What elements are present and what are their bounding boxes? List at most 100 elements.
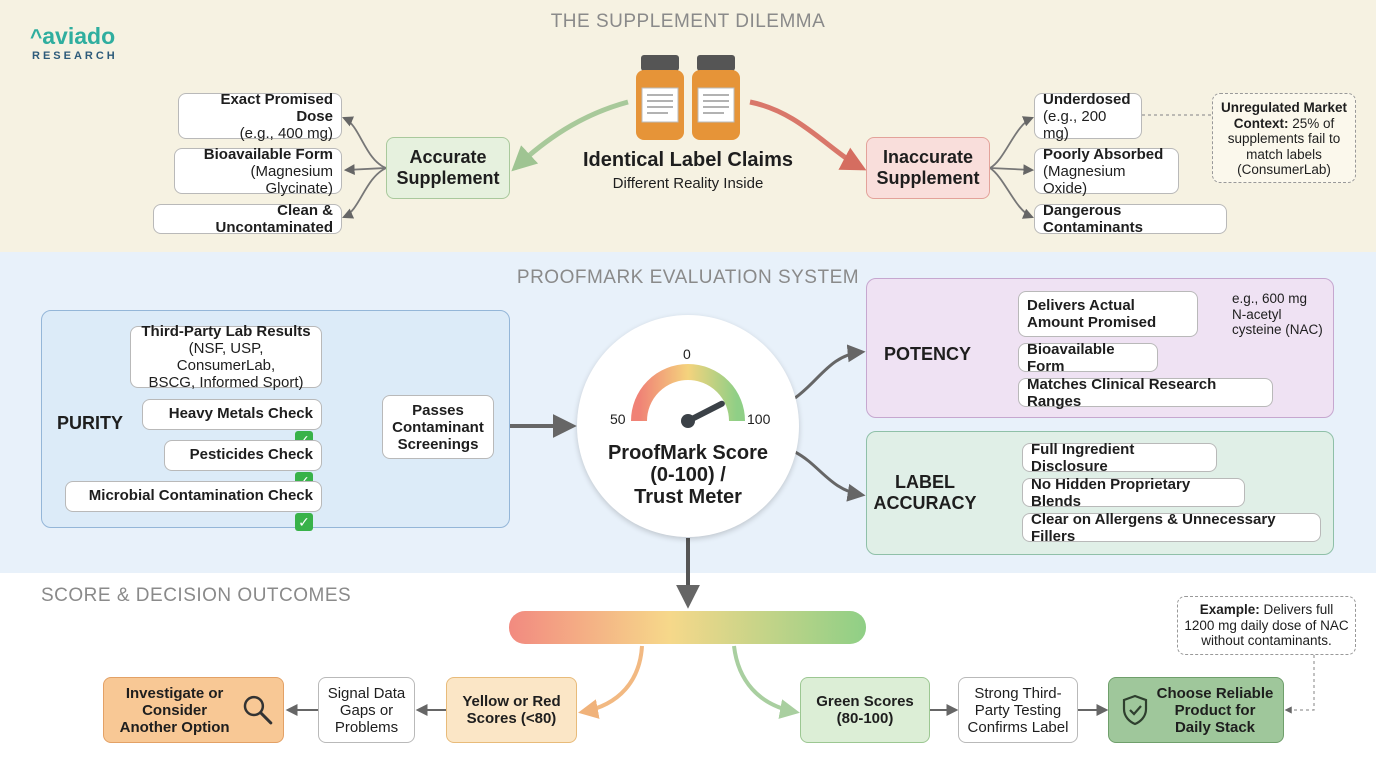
label-accuracy-label-2: ACCURACY [873,493,977,513]
check-heavy-metals-label: Heavy Metals Check [168,405,313,422]
potency-item-clinical: Matches Clinical Research Ranges [1018,376,1273,410]
example-text: Delivers full 1200 mg daily dose of NAC … [1184,602,1349,648]
logo-name: aviado [42,23,116,49]
potency-item-amount: Delivers Actual Amount Promised [1018,291,1198,337]
gauge-hub [681,414,695,428]
passes-l3: Screenings [397,435,479,453]
center-claim-sub: Different Reality Inside [612,175,764,192]
meter-title-3: Trust Meter [634,486,742,508]
green-scores-node: Green Scores (80-100) [800,677,930,743]
label-item-blends-label: No Hidden Proprietary Blends [1031,475,1191,510]
lab-results-box: Third-Party Lab Results (NSF, USP, Consu… [130,323,322,391]
potency-item-form: Bioavailable Form [1018,340,1158,375]
score-gradient-bar [509,611,866,644]
label-item-disclosure-label: Full Ingredient Disclosure [1031,440,1135,475]
signal-l3: Problems [334,718,399,736]
passes-screenings-box: Passes Contaminant Screenings [382,395,494,459]
inaccurate-item-absorbed-main: Poorly Absorbed [1043,145,1164,163]
trust-meter-title: ProofMark Score (0-100) / Trust Meter [577,442,799,508]
potency-note: e.g., 600 mg N-acetyl cysteine (NAC) [1232,291,1323,338]
label-item-blends: No Hidden Proprietary Blends [1022,475,1245,510]
strong-l1: Strong Third- [974,684,1062,702]
arrow-to-inaccurate [749,99,867,171]
strong-l2: Party Testing [974,701,1062,719]
accurate-item-form-sub: (Magnesium Glycinate) [250,162,333,197]
accurate-item-clean: Clean & Uncontaminated [153,202,342,236]
investigate-node: Investigate or Consider Another Option [103,677,284,743]
yellow-red-l1: Yellow or Red [462,693,561,710]
meter-title-2: (0-100) / [650,464,726,486]
accurate-title-1: Accurate [409,147,487,167]
accurate-supplement-node: Accurate Supplement [386,137,510,199]
potency-item-amount-label: Delivers Actual Amount Promised [1027,297,1157,331]
strong-l3: Confirms Label [967,718,1069,736]
section-title-dilemma: THE SUPPLEMENT DILEMMA [550,11,826,32]
gauge-tick-mid: 0 [683,346,691,362]
green-l1: Green Scores [816,693,914,710]
example-note: Example: Delivers full 1200 mg daily dos… [1177,596,1356,655]
investigate-l1: Investigate or [125,684,224,702]
inaccurate-item-underdosed: Underdosed (e.g., 200 mg) [1034,90,1142,142]
signal-l1: Signal Data [327,684,406,702]
market-note-text: 25% of supplements fail to match labels … [1227,115,1341,178]
magnifier-icon [243,695,273,725]
potency-note-3: cysteine (NAC) [1232,322,1323,337]
signal-l2: Gaps or [339,701,394,719]
gauge-tick-high: 100 [747,411,771,427]
accurate-item-clean-main: Clean & Uncontaminated [215,202,333,236]
inaccurate-supplement-node: Inaccurate Supplement [866,137,990,199]
lab-results-title: Third-Party Lab Results [141,323,311,340]
inaccurate-item-contaminants: Dangerous Contaminants [1034,202,1227,236]
trust-meter-gauge [631,364,745,428]
label-item-allergens-label: Clear on Allergens & Unnecessary Fillers [1031,510,1276,545]
choose-l3: Daily Stack [1174,718,1256,736]
potency-note-2: N-acetyl [1232,306,1282,322]
meter-title-1: ProofMark Score [607,442,769,464]
investigate-l2: Consider [142,701,208,719]
inaccurate-item-contaminants-main: Dangerous Contaminants [1043,202,1144,236]
passes-l1: Passes [412,401,464,419]
inaccurate-title-2: Supplement [876,168,980,188]
logo: ^aviado RESEARCH [30,24,118,62]
choose-l2: Product for [1174,701,1256,719]
arrow-to-accurate [511,99,629,172]
yellow-red-l2: Scores (<80) [466,710,557,727]
accurate-item-form: Bioavailable Form (Magnesium Glycinate) [174,145,342,197]
check-microbial-label: Microbial Contamination Check [88,487,313,504]
accurate-title-2: Supplement [396,168,500,188]
yellow-red-node: Yellow or Red Scores (<80) [446,677,577,743]
lab-results-line2: (NSF, USP, ConsumerLab, [176,340,276,374]
inaccurate-title-1: Inaccurate [882,147,974,167]
inaccurate-item-underdosed-sub: (e.g., 200 mg) [1043,107,1107,142]
label-accuracy-label: LABEL ACCURACY [866,472,984,514]
center-claim-title: Identical Label Claims [582,149,794,171]
accurate-item-dose-main: Exact Promised Dose [220,90,333,125]
supplement-bottle-icon [636,55,684,140]
check-pesticides: Pesticides Check✓ [164,440,322,490]
gauge-tick-low: 50 [610,411,626,427]
label-item-allergens: Clear on Allergens & Unnecessary Fillers [1022,510,1321,545]
logo-sub: RESEARCH [32,50,118,62]
market-context-note: Unregulated Market Context: 25% of suppl… [1212,93,1356,183]
strong-testing-node: Strong Third- Party Testing Confirms Lab… [958,677,1078,743]
green-l2: (80-100) [836,710,894,727]
check-pesticides-label: Pesticides Check [189,446,313,463]
label-item-disclosure: Full Ingredient Disclosure [1022,440,1217,475]
lab-results-line3: BSCG, Informed Sport) [148,374,304,391]
example-bold: Example: [1199,602,1260,617]
logo-mark-icon: ^ [30,26,43,49]
inaccurate-item-underdosed-main: Underdosed [1043,90,1131,108]
choose-reliable-node: Choose Reliable Product for Daily Stack [1108,677,1284,743]
accurate-item-form-main: Bioavailable Form [203,145,333,163]
check-microbial: Microbial Contamination Check ✓ [65,481,322,531]
supplement-bottle-icon [692,55,740,140]
purity-label: PURITY [57,413,124,433]
potency-label: POTENCY [884,344,972,364]
potency-item-form-label: Bioavailable Form [1027,340,1115,375]
choose-l1: Choose Reliable [1156,684,1274,702]
label-accuracy-label-1: LABEL [895,472,955,492]
inaccurate-item-absorbed-sub: (Magnesium Oxide) [1043,162,1126,197]
inaccurate-item-absorbed: Poorly Absorbed (Magnesium Oxide) [1034,145,1179,197]
checkmark-icon: ✓ [295,513,313,531]
